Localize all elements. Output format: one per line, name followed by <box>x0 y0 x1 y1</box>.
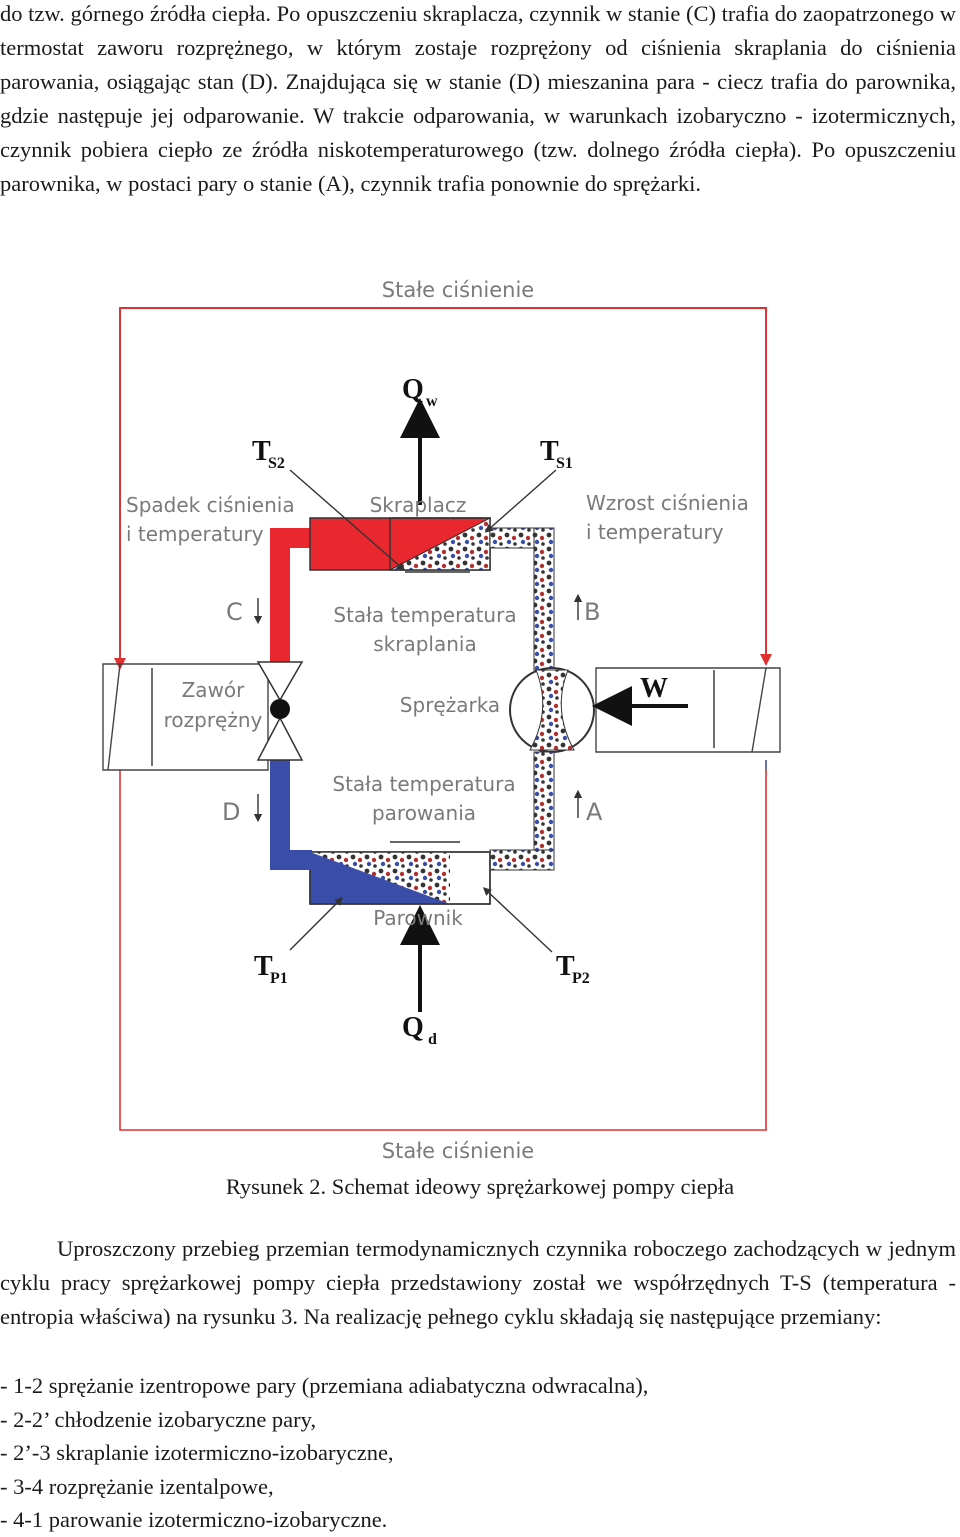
heat-pump-diagram: Stałe ciśnienie Stałe ciśnienie Q w Q d … <box>102 278 781 1160</box>
state-a-label: A <box>586 798 603 826</box>
tp2-subscript: P2 <box>572 970 590 987</box>
top-pressure-label: Stałe ciśnienie <box>382 278 534 302</box>
ts2-subscript: S2 <box>268 455 285 472</box>
thermometer-leaders <box>151 469 715 953</box>
ts2-label: T <box>252 436 271 467</box>
list-item: - 3-4 rozprężanie izentalpowe, <box>0 1473 274 1499</box>
pressure-rise-label-line2: i temperatury <box>586 520 724 544</box>
qw-subscript: w <box>426 393 438 410</box>
refrigerant-circuit <box>256 517 595 905</box>
qw-label: Q <box>402 374 424 405</box>
pressure-frame <box>114 307 772 1131</box>
tp1-label: T <box>254 951 273 982</box>
bottom-pressure-label: Stałe ciśnienie <box>382 1139 534 1160</box>
figure-caption: Rysunek 2. Schemat ideowy sprężarkowej p… <box>225 1174 735 1199</box>
condensing-temp-label-line1: Stała temperatura <box>333 603 516 627</box>
intro-paragraph: do tzw. górnego źródła ciepła. Po opuszc… <box>0 1 956 196</box>
state-c-label: C <box>226 598 243 626</box>
qd-label: Q <box>402 1012 424 1043</box>
evaporating-temp-label-line1: Stała temperatura <box>332 772 515 796</box>
state-b-label: B <box>584 598 600 626</box>
list-item: - 4-1 parowanie izotermiczno-izobaryczne… <box>0 1507 388 1532</box>
second-paragraph: Uproszczony przebieg przemian termodynam… <box>0 1236 956 1329</box>
compressor-label: Sprężarka <box>400 693 500 717</box>
evaporator-label: Parownik <box>373 906 463 930</box>
ts1-label: T <box>540 436 559 467</box>
list-item: - 2’-3 skraplanie izotermiczno-izobarycz… <box>0 1440 394 1465</box>
pressure-change-zones <box>102 663 781 771</box>
state-d-label: D <box>222 798 240 826</box>
list-item: - 1-2 sprężanie izentropowe pary (przemi… <box>0 1373 649 1398</box>
pressure-drop-label-line2: i temperatury <box>126 522 264 546</box>
flow-arrows <box>400 398 688 1012</box>
condensing-temp-label-line2: skraplania <box>373 632 476 656</box>
evaporating-temp-label-line2: parowania <box>372 801 476 825</box>
tp1-subscript: P1 <box>270 970 288 987</box>
condenser-label: Skraplacz <box>370 493 467 517</box>
qd-subscript: d <box>428 1031 437 1048</box>
valve-label-line2: rozprężny <box>164 708 263 732</box>
ts1-subscript: S1 <box>556 455 573 472</box>
valve-label-line1: Zawór <box>182 678 246 702</box>
work-label: W <box>640 673 668 704</box>
pressure-rise-label-line1: Wzrost ciśnienia <box>586 491 749 515</box>
pressure-drop-label-line1: Spadek ciśnienia <box>126 493 295 517</box>
transformation-list: - 1-2 sprężanie izentropowe pary (przemi… <box>0 1369 956 1537</box>
tp2-label: T <box>556 951 575 982</box>
list-item: - 2-2’ chłodzenie izobaryczne pary, <box>0 1406 317 1432</box>
